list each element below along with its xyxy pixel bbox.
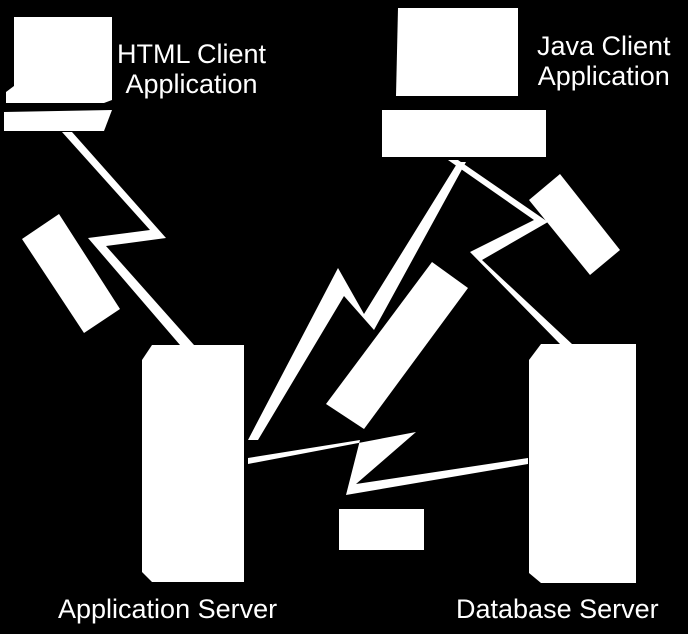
link-java-client-app-server xyxy=(248,162,466,440)
application-server-icon xyxy=(142,345,244,582)
packet-block-bottom xyxy=(339,509,424,550)
application-server-label: Application Server xyxy=(58,594,278,624)
java-client-label: Java Client Application xyxy=(537,31,671,91)
packet-block-left xyxy=(22,214,120,333)
java-client-label-line1: Java Client xyxy=(537,31,671,61)
link-html-client-app-server xyxy=(62,132,194,345)
packet-block-right xyxy=(529,174,620,275)
java-client-label-line2: Application xyxy=(537,61,670,91)
link-app-server-db-server xyxy=(248,432,528,495)
html-client-label-line1: HTML Client xyxy=(117,39,267,69)
link-java-client-db-server xyxy=(448,160,572,344)
java-client-computer-icon xyxy=(382,8,546,157)
database-server-icon xyxy=(529,344,636,583)
html-client-label: HTML Client Application xyxy=(117,39,266,99)
html-client-label-line2: Application xyxy=(125,69,258,99)
database-server-label: Database Server xyxy=(456,594,659,624)
packet-block-center xyxy=(326,262,468,429)
html-client-computer-icon xyxy=(4,17,112,131)
